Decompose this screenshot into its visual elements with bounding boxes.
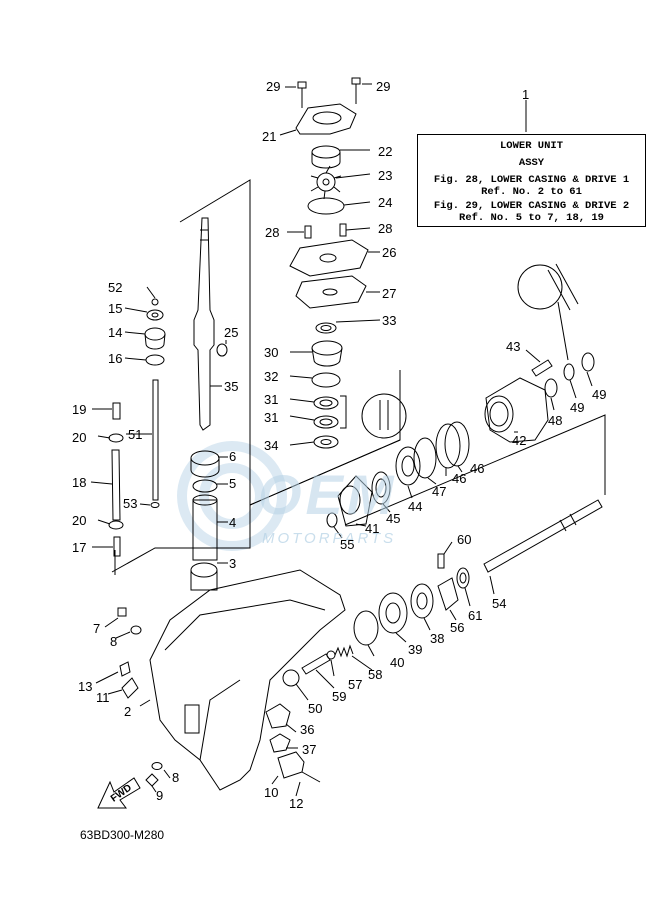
- callout-14: 14: [108, 325, 123, 340]
- callout-49b: 49: [570, 400, 585, 415]
- callout-23: 23: [378, 168, 393, 183]
- legend-line-1: LOWER UNIT: [499, 140, 563, 152]
- callout-17: 17: [72, 540, 87, 555]
- watermark-tagline: MOTORPARTS: [262, 530, 397, 547]
- forward-gear: [337, 475, 373, 527]
- callout-13: 13: [78, 679, 93, 694]
- bracket-line-propshaft: [344, 414, 606, 526]
- callout-43: 43: [506, 339, 521, 354]
- legend-box: LOWER UNIT ASSY Fig. 28, LOWER CASING & …: [417, 134, 646, 227]
- callout-21: 21: [262, 129, 277, 144]
- callout-27: 27: [382, 286, 397, 301]
- lower-casing: [149, 569, 346, 791]
- watermark-gear-icon: [177, 441, 287, 551]
- callout-28a: 28: [265, 225, 280, 240]
- callout-42: 42: [512, 433, 527, 448]
- drive-shaft: [193, 217, 215, 431]
- legend-line-2: ASSY: [518, 157, 545, 169]
- callout-45: 45: [386, 511, 401, 526]
- callout-41: 41: [365, 521, 380, 536]
- legend-line-4: Ref. No. 2 to 61: [481, 186, 582, 198]
- callout-59: 59: [332, 689, 347, 704]
- impeller: [310, 165, 342, 200]
- fwd-arrow-icon: [97, 777, 141, 809]
- callout-50: 50: [308, 701, 323, 716]
- callout-16: 16: [108, 351, 123, 366]
- callout-3: 3: [229, 556, 237, 571]
- callout-29a: 29: [266, 79, 281, 94]
- callout-26: 26: [382, 245, 397, 260]
- callout-11: 11: [96, 690, 110, 705]
- callout-22: 22: [378, 144, 393, 159]
- callout-52: 52: [108, 280, 123, 295]
- watermark-brand: OEM: [258, 463, 398, 526]
- gasket: [295, 275, 367, 309]
- callout-5: 5: [229, 476, 237, 491]
- callout-53: 53: [123, 496, 138, 511]
- bracket-line-driveshaft: [111, 370, 401, 573]
- bracket-line-right: [249, 439, 401, 506]
- callout-15: 15: [108, 301, 123, 316]
- callout-12: 12: [289, 796, 304, 811]
- callout-31a: 31: [264, 392, 279, 407]
- diagram-code: 63BD300-M280: [80, 828, 165, 842]
- callout-24: 24: [378, 195, 393, 210]
- pump-housing: [295, 103, 357, 135]
- callout-8b: 8: [172, 770, 180, 785]
- callout-51: 51: [128, 427, 143, 442]
- callout-25: 25: [224, 325, 239, 340]
- callout-46a: 46: [470, 461, 485, 476]
- callout-49a: 49: [592, 387, 607, 402]
- callout-46b: 46: [452, 471, 467, 486]
- propeller-shaft-housing: [485, 377, 549, 443]
- callout-30: 30: [264, 345, 279, 360]
- shift-rod: [152, 379, 159, 501]
- callout-44: 44: [408, 499, 423, 514]
- callout-7: 7: [93, 621, 101, 636]
- outer-plate: [289, 239, 369, 277]
- legend-ref-callout: 1: [522, 87, 530, 102]
- callout-32: 32: [264, 369, 279, 384]
- callout-20a: 20: [72, 430, 87, 445]
- legend-line-3: Fig. 28, LOWER CASING & DRIVE 1: [433, 174, 630, 186]
- callout-4: 4: [229, 515, 237, 530]
- callout-37: 37: [302, 742, 317, 757]
- callout-58: 58: [368, 667, 383, 682]
- callout-36: 36: [300, 722, 315, 737]
- callout-57: 57: [348, 677, 363, 692]
- callout-18: 18: [72, 475, 87, 490]
- callout-40: 40: [390, 655, 405, 670]
- callout-10: 10: [264, 785, 279, 800]
- bracket-line-upper: [179, 179, 251, 505]
- callout-9: 9: [156, 788, 164, 803]
- callout-39: 39: [408, 642, 423, 657]
- callout-6: 6: [229, 449, 237, 464]
- callout-61: 61: [468, 608, 483, 623]
- callout-2: 2: [124, 704, 132, 719]
- callout-19: 19: [72, 402, 87, 417]
- legend-line-5: Fig. 29, LOWER CASING & DRIVE 2: [433, 200, 630, 212]
- grease-icon-seal: [361, 393, 407, 439]
- callout-29b: 29: [376, 79, 391, 94]
- callout-54: 54: [492, 596, 507, 611]
- callout-38: 38: [430, 631, 445, 646]
- callout-56: 56: [450, 620, 465, 635]
- callout-20b: 20: [72, 513, 87, 528]
- legend-line-6: Ref. No. 5 to 7, 18, 19: [459, 212, 604, 224]
- callout-34: 34: [264, 438, 279, 453]
- callout-47: 47: [432, 484, 447, 499]
- callout-31b: 31: [264, 410, 279, 425]
- callout-8a: 8: [110, 634, 118, 649]
- callout-55: 55: [340, 537, 355, 552]
- callout-35: 35: [224, 379, 239, 394]
- callout-28b: 28: [378, 221, 393, 236]
- propeller-shaft: [483, 499, 603, 573]
- grease-icon: [517, 263, 579, 361]
- callout-48: 48: [548, 413, 563, 428]
- callout-33: 33: [382, 313, 397, 328]
- callout-60: 60: [457, 532, 472, 547]
